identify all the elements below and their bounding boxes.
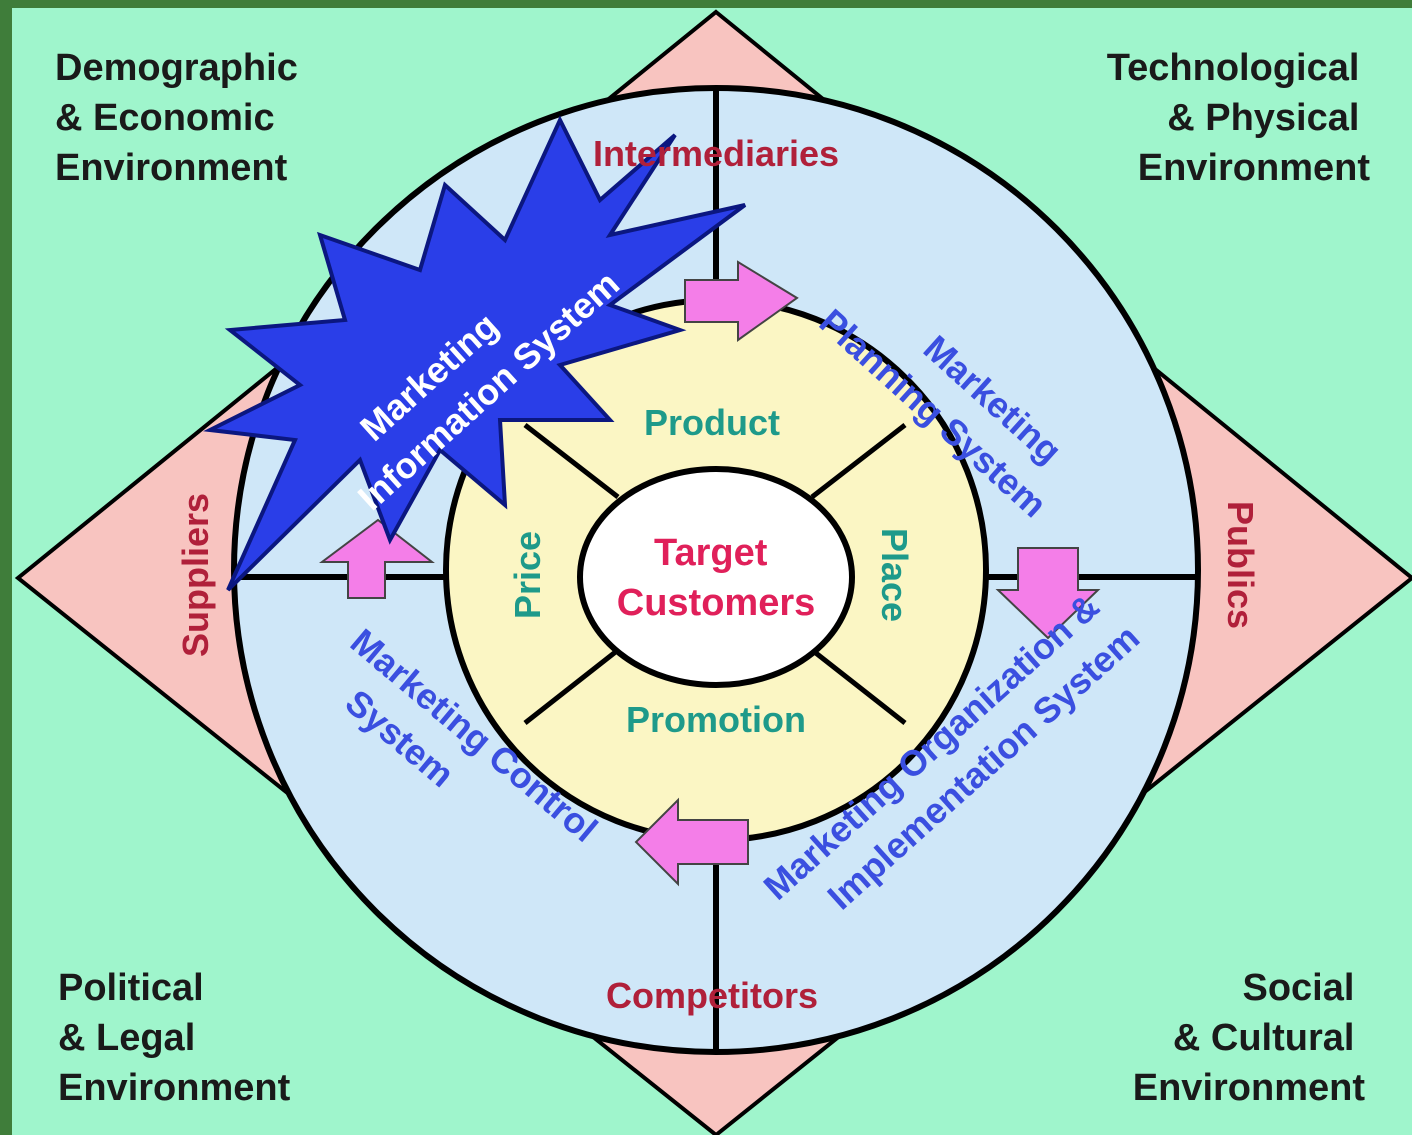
target-customers-label: Target Customers [617, 532, 816, 624]
env-bottom-right-line-1: Social [1242, 967, 1354, 1009]
mix-divider-se [810, 648, 907, 725]
actor-intermediaries: Intermediaries [593, 133, 839, 174]
env-top-left: Demographic & Economic Environment [55, 47, 308, 189]
env-top-left-line-1: Demographic [55, 47, 298, 89]
arrow-to-control [634, 797, 749, 887]
actor-suppliers: Suppliers [175, 493, 216, 657]
mix-divider-nw [523, 423, 620, 499]
mix-promotion: Promotion [626, 699, 806, 740]
target-customers-circle [577, 466, 855, 688]
information-system-starburst [203, 115, 747, 592]
env-bottom-right: Social & Cultural Environment [1133, 967, 1366, 1109]
mix-place: Place [874, 528, 915, 622]
env-bottom-left-line-2: & Legal [58, 1017, 195, 1059]
actor-competitors: Competitors [606, 975, 818, 1016]
center-line-2: Customers [617, 582, 816, 624]
mix-divider-ne [810, 423, 907, 499]
env-bottom-left-line-1: Political [58, 967, 204, 1009]
env-top-right: Technological & Physical Environment [1107, 47, 1371, 189]
center-line-1: Target [654, 532, 768, 574]
env-bottom-left: Political & Legal Environment [58, 967, 291, 1109]
arrow-to-information [319, 518, 435, 599]
env-top-left-line-2: & Economic [55, 97, 275, 139]
arrow-to-organization [995, 547, 1101, 640]
env-top-left-line-3: Environment [55, 147, 288, 189]
mix-price: Price [507, 531, 548, 619]
actor-publics: Publics [1220, 501, 1261, 629]
env-bottom-right-line-3: Environment [1133, 1067, 1366, 1109]
env-top-right-line-1: Technological [1107, 47, 1360, 89]
mix-divider-sw [523, 648, 620, 725]
mix-product: Product [644, 402, 780, 443]
env-top-right-line-2: & Physical [1167, 97, 1359, 139]
env-bottom-left-line-3: Environment [58, 1067, 291, 1109]
env-top-right-line-3: Environment [1138, 147, 1371, 189]
env-bottom-right-line-2: & Cultural [1173, 1017, 1355, 1059]
arrow-to-planning [684, 260, 799, 342]
